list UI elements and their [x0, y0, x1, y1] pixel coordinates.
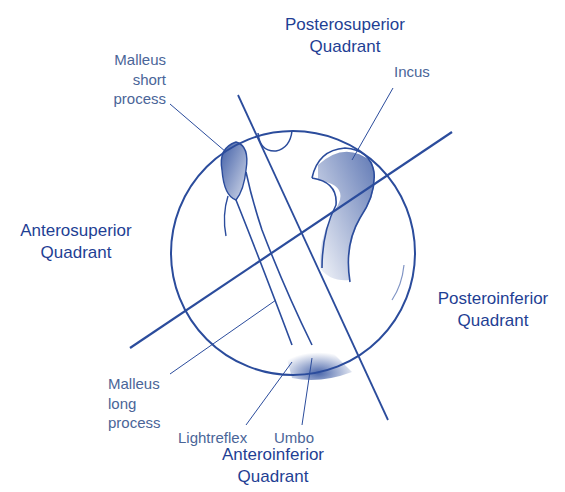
malleus-handle — [224, 196, 228, 236]
quadrant-label: Anteroinferior Quadrant — [200, 444, 346, 488]
quadrant-axis — [130, 132, 452, 348]
quadrant-label: Anterosuperior Quadrant — [6, 220, 146, 264]
leader-line — [170, 104, 226, 152]
tympanic-membrane — [171, 131, 415, 375]
malleus-handle — [246, 172, 312, 345]
part-label: Malleus long process — [108, 374, 172, 433]
quadrant-label: Posteroinferior Quadrant — [426, 288, 560, 332]
leader-line — [352, 88, 393, 160]
part-label: Incus — [394, 62, 454, 82]
quadrant-label: Posterosuperior Quadrant — [275, 14, 415, 58]
part-label: Umbo — [274, 428, 334, 448]
leader-line — [170, 300, 276, 374]
part-label: Malleus short process — [100, 50, 166, 109]
leader-line — [246, 362, 292, 425]
part-label: Lightreflex — [178, 428, 270, 448]
quadrant-axis — [238, 95, 388, 420]
incus-outline — [312, 148, 374, 282]
leader-line — [302, 358, 312, 425]
rim-shading — [392, 265, 404, 300]
